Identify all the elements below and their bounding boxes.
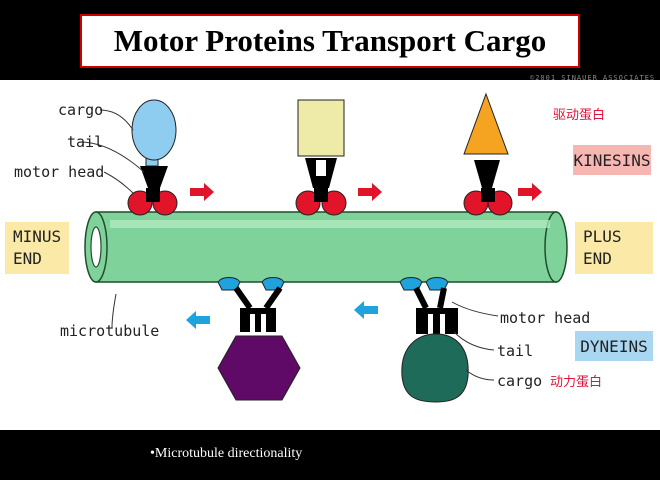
dynein-chinese-label: 动力蛋白 — [550, 375, 603, 390]
kinesins-box: KINESINS — [573, 145, 651, 175]
footer-bullet-text: •Microtubule directionality — [150, 446, 303, 461]
dynein-arrow-1 — [186, 311, 210, 329]
dyneins-label: DYNEINS — [580, 336, 648, 356]
minus-end-line2: END — [13, 249, 42, 268]
kinesin-motor-1 — [127, 99, 178, 216]
kinesins-label: KINESINS — [573, 150, 651, 170]
label-tail-bottom: tail — [497, 342, 534, 360]
kinesin-chinese-label: 驱动蛋白 — [553, 108, 606, 123]
plus-end-line1: PLUS — [583, 227, 622, 246]
label-cargo-bottom: cargo — [497, 372, 543, 390]
page-title: Motor Proteins Transport Cargo — [113, 23, 547, 58]
dynein-motor-2 — [399, 277, 469, 403]
leader-lines — [79, 109, 499, 381]
plus-end-box: PLUS END — [575, 222, 653, 274]
label-microtubule: microtubule — [60, 322, 160, 340]
kinesin-motor-2 — [295, 99, 347, 216]
microtubule — [84, 211, 568, 283]
label-motor-head-bottom: motor head — [500, 309, 591, 327]
motor-protein-diagram — [79, 92, 568, 403]
label-tail-top: tail — [67, 133, 104, 151]
label-motor-head-top: motor head — [14, 163, 105, 181]
label-cargo-top: cargo — [58, 101, 104, 119]
dynein-motor-1 — [217, 277, 301, 401]
minus-end-line1: MINUS — [13, 227, 62, 246]
minus-end-box: MINUS END — [5, 222, 70, 274]
plus-end-line2: END — [583, 249, 612, 268]
kinesin-motor-3 — [463, 92, 513, 216]
kinesin-arrow-1 — [190, 183, 214, 201]
kinesin-arrow-3 — [518, 183, 542, 201]
title-box: Motor Proteins Transport Cargo — [80, 14, 580, 68]
dynein-arrow-2 — [354, 301, 378, 319]
dyneins-box: DYNEINS — [575, 331, 653, 361]
copyright-stripe: ©2001 SINAUER ASSOCIATES — [530, 74, 656, 82]
kinesin-arrow-2 — [358, 183, 382, 201]
